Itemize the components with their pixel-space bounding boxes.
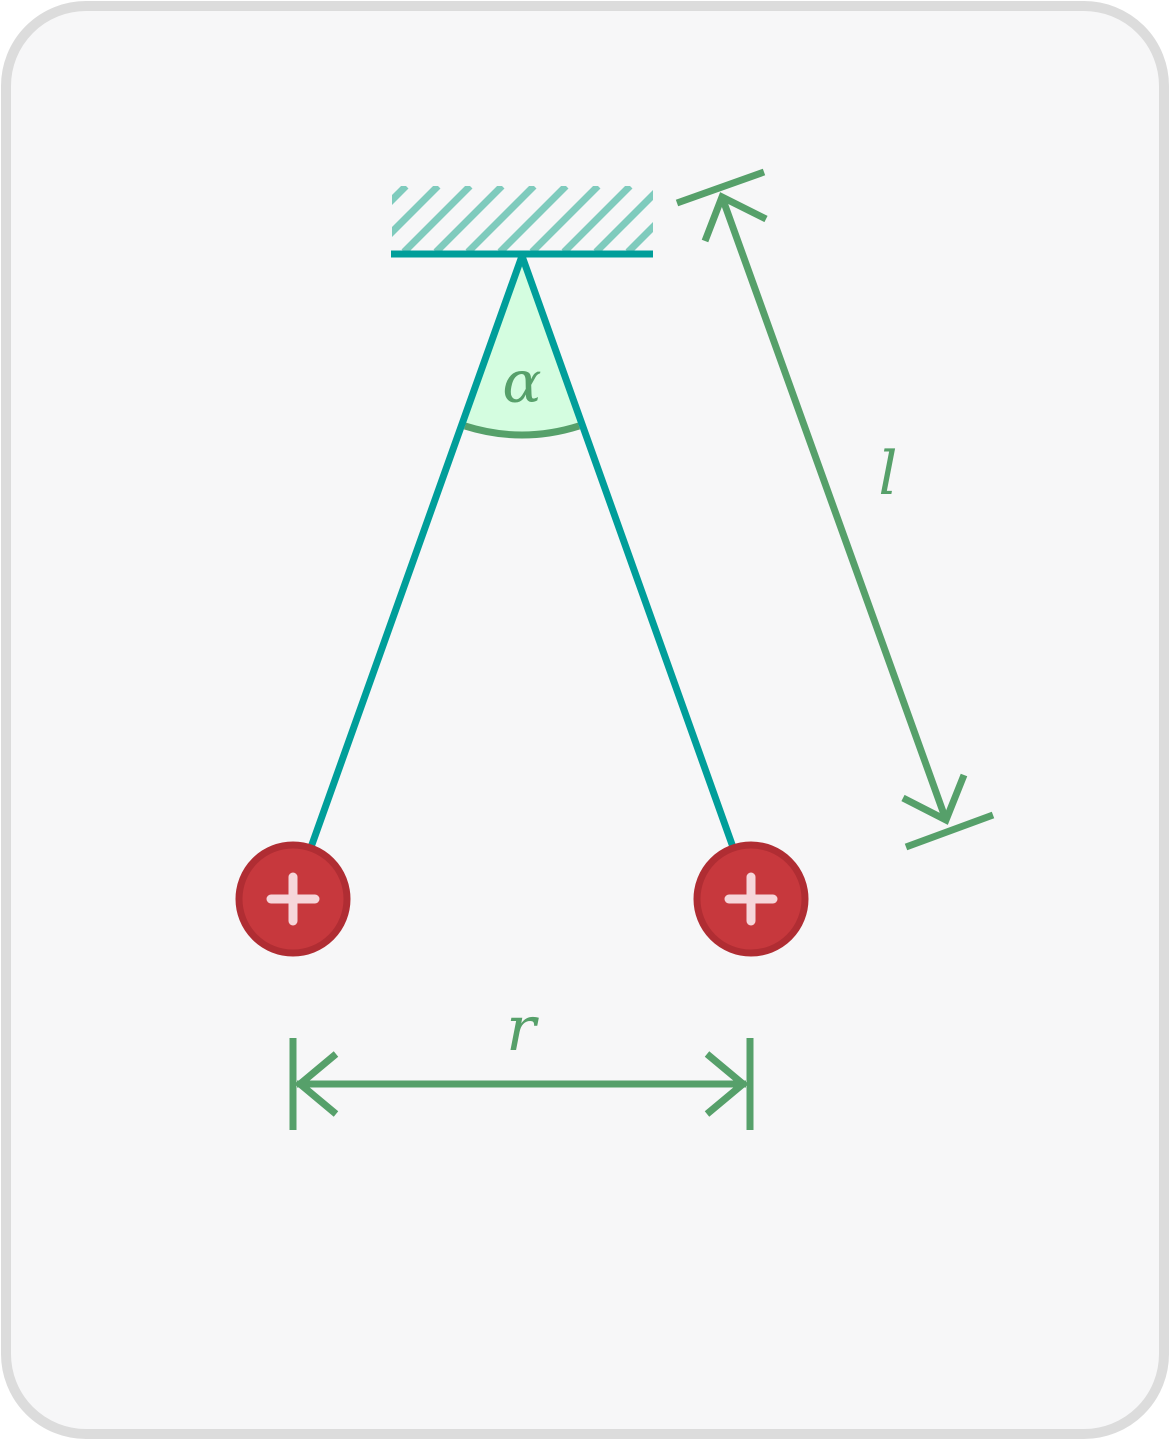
- distance-arrowhead-left: [294, 1051, 339, 1117]
- angle-label: α: [502, 348, 541, 416]
- right-string: [518, 254, 738, 852]
- distance-label: r: [506, 992, 539, 1065]
- ceiling-hatching: [392, 186, 653, 252]
- length-dimension-line: [718, 195, 950, 822]
- plus-icon: [266, 872, 320, 926]
- left-string: [306, 254, 526, 852]
- angle-arc: [463, 422, 581, 439]
- distance-arrowhead-right: [704, 1051, 749, 1117]
- angle-sector: [465, 256, 579, 435]
- left-charge: [235, 841, 351, 957]
- length-arrowhead-bottom: [901, 773, 968, 825]
- right-charge: [693, 841, 809, 957]
- distance-dimension: [289, 1038, 754, 1130]
- length-extension-bottom: [904, 811, 995, 851]
- length-dimension: [675, 168, 995, 851]
- length-label: l: [878, 439, 897, 509]
- plus-icon: [724, 872, 778, 926]
- length-extension-top: [675, 168, 766, 207]
- length-arrowhead-top: [701, 192, 768, 243]
